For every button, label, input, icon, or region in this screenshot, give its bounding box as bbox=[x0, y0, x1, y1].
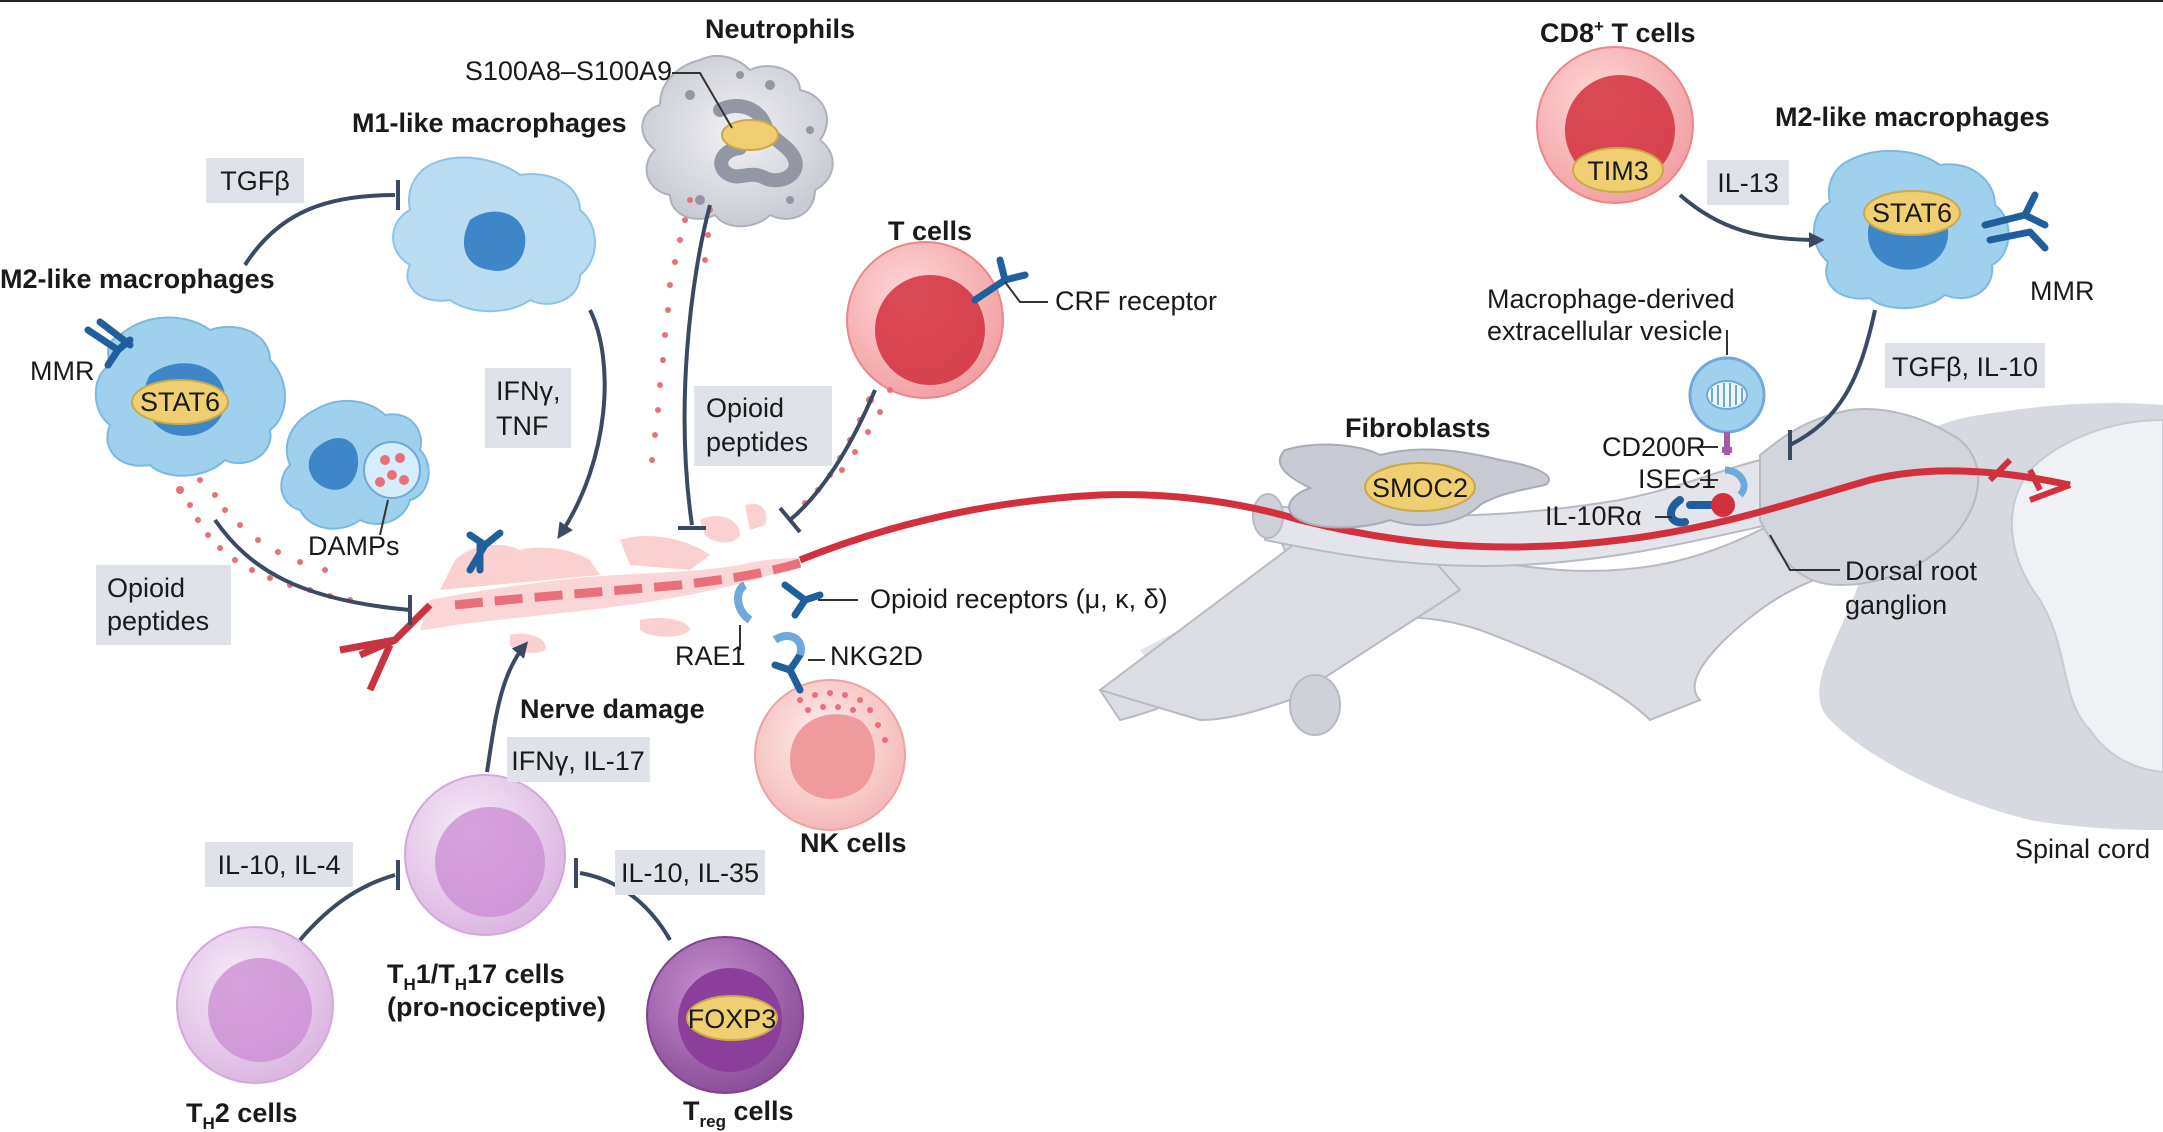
axon bbox=[798, 467, 2071, 564]
ifn-il17-text: IFNγ, IL-17 bbox=[511, 746, 645, 776]
treg-label: Treg cells bbox=[683, 1096, 794, 1131]
spinal-cord-label: Spinal cord bbox=[2015, 834, 2150, 864]
th1-th17-label: TH1/TH17 cells bbox=[387, 959, 565, 994]
ifn-tnf-line1: IFNγ, bbox=[496, 376, 561, 406]
extracellular-vesicle bbox=[1667, 356, 1766, 527]
stat6-right-label: STAT6 bbox=[1872, 198, 1952, 228]
stat6-left-tag bbox=[131, 379, 229, 425]
nk-cell bbox=[754, 632, 906, 831]
opioid-left-line2: peptides bbox=[107, 606, 209, 636]
m2-macrophage-left-cell bbox=[84, 316, 286, 477]
tgfb-left-box bbox=[206, 158, 304, 203]
nk-label: NK cells bbox=[800, 828, 907, 858]
s100-label: S100A8–S100A9 bbox=[465, 56, 672, 86]
nkg2d-label: NKG2D bbox=[830, 641, 923, 671]
il10-il35-text: IL-10, IL-35 bbox=[621, 858, 759, 888]
cd200r-label: CD200R bbox=[1602, 432, 1706, 462]
tgfb-il10-box bbox=[1885, 343, 2045, 388]
s100-granule bbox=[721, 119, 779, 151]
opioid-receptors-label: Opioid receptors (μ, κ, δ) bbox=[870, 584, 1168, 614]
tim3-tag bbox=[1572, 147, 1664, 193]
il10-il35-box bbox=[615, 850, 765, 895]
neutrophils-label: Neutrophils bbox=[705, 14, 855, 44]
cd8-label: CD8+ T cells bbox=[1540, 17, 1696, 48]
t-cells-label: T cells bbox=[888, 216, 972, 246]
m1-label: M1-like macrophages bbox=[352, 108, 627, 138]
il10-il4-text: IL-10, IL-4 bbox=[217, 850, 340, 880]
th2-cell bbox=[176, 926, 334, 1084]
il13-box bbox=[1707, 160, 1789, 205]
drg-label-line1: Dorsal root bbox=[1845, 556, 1978, 586]
fibroblasts-label: Fibroblasts bbox=[1345, 413, 1491, 443]
smoc2-label: SMOC2 bbox=[1372, 473, 1468, 503]
m1-macrophage-cell bbox=[392, 156, 596, 313]
damps-label: DAMPs bbox=[308, 531, 400, 561]
il10ra-label: IL-10Rα bbox=[1545, 501, 1642, 531]
foxp3-tag bbox=[686, 995, 778, 1041]
il13-text: IL-13 bbox=[1717, 168, 1779, 198]
nerve-damage-label: Nerve damage bbox=[520, 694, 705, 724]
th2-label: TH2 cells bbox=[186, 1098, 297, 1132]
il10-il4-box bbox=[205, 842, 353, 887]
mmr-right-label: MMR bbox=[2030, 276, 2094, 306]
opioid-left-line1: Opioid bbox=[107, 573, 185, 603]
m2-right-label: M2-like macrophages bbox=[1775, 102, 2050, 132]
tim3-label: TIM3 bbox=[1587, 156, 1649, 186]
ev-label-line2: extracellular vesicle bbox=[1487, 316, 1723, 346]
drg-label-line2: ganglion bbox=[1845, 590, 1947, 620]
treg-cell bbox=[646, 936, 804, 1094]
stat6-left-label: STAT6 bbox=[140, 387, 220, 417]
cd8-t-cell bbox=[1536, 46, 1694, 204]
ifn-il17-box bbox=[507, 737, 650, 782]
m2-macrophage-right-cell bbox=[1813, 149, 2049, 310]
ev-label-line1: Macrophage-derived bbox=[1487, 284, 1735, 314]
t-cell bbox=[846, 241, 1029, 399]
neutrophil-cell bbox=[641, 54, 834, 228]
rae1-label: RAE1 bbox=[675, 641, 746, 671]
crf-label: CRF receptor bbox=[1055, 286, 1217, 316]
stat6-right-tag bbox=[1863, 190, 1961, 236]
isec1-label: ISEC1 bbox=[1638, 464, 1716, 494]
leader-lines bbox=[379, 72, 1840, 661]
ifn-tnf-box bbox=[485, 368, 571, 448]
signal-arrows bbox=[213, 180, 1877, 942]
fibroblast-cell bbox=[1278, 443, 1550, 529]
mmr-left-label: MMR bbox=[30, 356, 94, 386]
tgfb-il10-text: TGFβ, IL-10 bbox=[1892, 352, 2038, 382]
opioid-mid-line2: peptides bbox=[706, 427, 808, 457]
ifn-tnf-line2: TNF bbox=[496, 411, 548, 441]
opioid-left-box bbox=[96, 565, 231, 645]
smoc2-tag bbox=[1364, 462, 1476, 512]
damps-macrophage-cell bbox=[280, 399, 430, 530]
m2-left-label: M2-like macrophages bbox=[0, 264, 275, 294]
th1-th17-sublabel: (pro-nociceptive) bbox=[387, 992, 606, 1022]
opioid-mid-box bbox=[694, 386, 832, 466]
tgfb-left-text: TGFβ bbox=[220, 166, 290, 196]
th1-th17-cell bbox=[404, 774, 566, 936]
foxp3-label: FOXP3 bbox=[688, 1004, 777, 1034]
opioid-mid-line1: Opioid bbox=[706, 393, 784, 423]
